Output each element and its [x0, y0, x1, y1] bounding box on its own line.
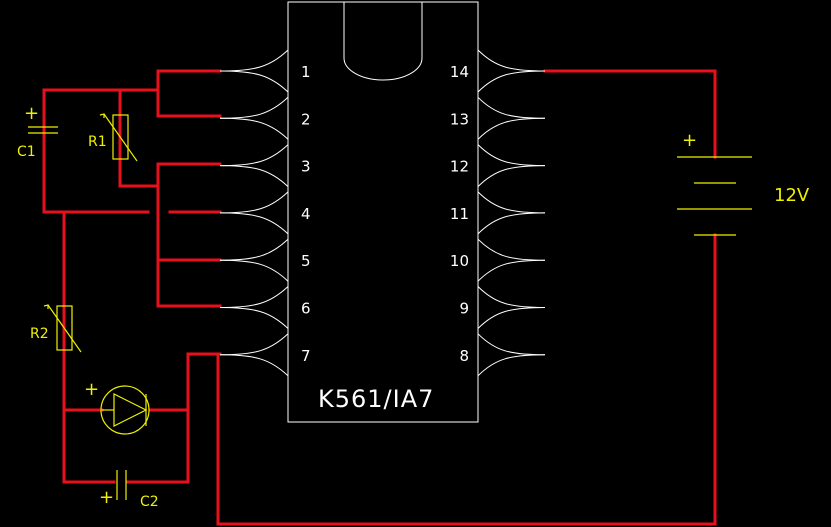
chip-pin-left: 7: [219, 333, 311, 377]
chip-pin-right: 9: [459, 286, 546, 329]
chip-label: K561/IA7: [318, 385, 434, 413]
capacitor-c2: + C2: [99, 470, 159, 510]
diode-plus-sign: +: [84, 379, 99, 400]
chip-pin-number: 4: [301, 205, 311, 223]
chip-pin-number: 6: [301, 300, 311, 318]
chip-pin-number: 11: [450, 205, 469, 223]
chip-left-pins: 1 2 3 4 5 6 7: [219, 49, 311, 377]
potentiometer-r1: R1: [88, 113, 138, 162]
chip-pin-left: 4: [219, 191, 311, 235]
r2-label: R2: [30, 326, 49, 342]
wires: [42, 69, 717, 526]
chip-pin-left: 2: [219, 96, 311, 140]
chip-pin-number: 14: [450, 63, 469, 81]
c2-label: C2: [140, 494, 159, 510]
chip-pin-right: 10: [450, 238, 546, 282]
chip-pin-left: 6: [219, 286, 311, 329]
c2-plus-sign: +: [99, 487, 114, 508]
diode-symbol: +: [84, 379, 150, 435]
potentiometer-r2: R2: [30, 304, 82, 353]
chip-pin-number: 1: [301, 63, 311, 81]
chip-pin-number: 10: [450, 252, 469, 270]
chip-pin-right: 11: [450, 191, 546, 235]
battery-symbol: + 12V: [677, 130, 810, 236]
chip-right-pins: 14 13 12 11 10 9 8: [450, 49, 546, 377]
r1-label: R1: [88, 134, 107, 150]
chip-pin-right: 13: [450, 96, 546, 140]
chip-pin-left: 5: [219, 238, 311, 282]
chip-pin-number: 3: [301, 158, 311, 176]
c1-plus-sign: +: [24, 103, 39, 124]
chip-pin-number: 2: [301, 110, 311, 128]
battery-voltage-label: 12V: [774, 185, 810, 206]
chip-pin-number: 12: [450, 158, 469, 176]
chip-pin-number: 5: [301, 252, 311, 270]
chip-pin-right: 14: [450, 49, 546, 93]
capacitor-c1: + C1: [17, 103, 58, 160]
chip-pin-right: 12: [450, 144, 546, 187]
chip-pin-right: 8: [459, 333, 546, 377]
c1-label: C1: [17, 144, 36, 160]
chip-pin-number: 8: [459, 347, 469, 365]
chip-pin-left: 3: [219, 144, 311, 187]
battery-plus-sign: +: [682, 130, 697, 151]
chip-pin-number: 7: [301, 347, 311, 365]
chip-body: [287, 1, 479, 423]
chip-pin-number: 9: [459, 300, 469, 318]
chip-pin-left: 1: [219, 49, 311, 93]
chip-notch: [343, 2, 423, 81]
chip-k561: K561/IA7: [287, 1, 479, 423]
chip-pin-number: 13: [450, 110, 469, 128]
